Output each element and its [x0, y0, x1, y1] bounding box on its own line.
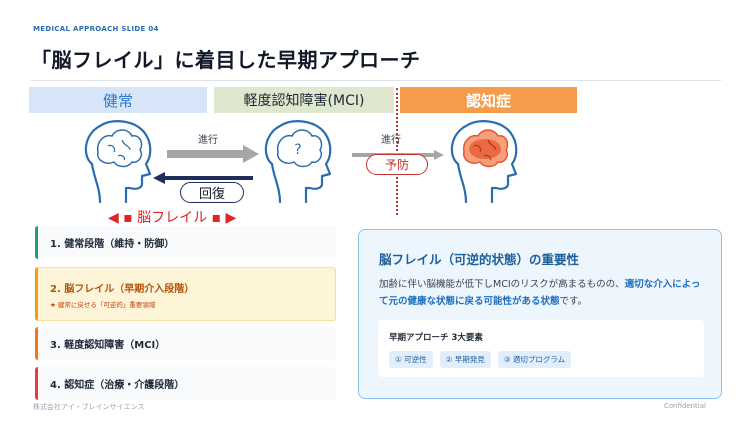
- healthy-brain-icon: [78, 116, 158, 206]
- chip-early-detection: ② 早期発見: [439, 351, 491, 368]
- chip-reversibility: ① 可逆性: [389, 351, 433, 368]
- progress-label-2: 進行: [381, 135, 401, 146]
- stage-list-label: 3. 軽度認知障害（MCI）: [50, 340, 166, 351]
- panel-body-suffix: です。: [559, 296, 588, 307]
- recovery-arrow: [153, 169, 253, 188]
- stage-list-item-healthy: 1. 健常段階（維持・防御）: [35, 226, 336, 259]
- brain-frailty-range-label: ◀ ▪ 脳フレイル ▪ ▶: [108, 210, 237, 226]
- progress-arrow-1: [167, 145, 259, 167]
- stage-header-mci: 軽度認知障害(MCI): [214, 87, 394, 113]
- dementia-brain-icon: [444, 116, 524, 206]
- stage-header-healthy: 健常: [29, 87, 207, 113]
- footer-company: 株式会社アイ・ブレインサイエンス: [33, 403, 145, 411]
- uncertain-brain-icon: ?: [258, 116, 338, 206]
- stage-header-dementia: 認知症: [400, 87, 577, 113]
- stage-list-item-brain-frailty: 2. 脳フレイル（早期介入段階） ★ 健常に戻せる「可逆的」重要領域: [35, 267, 336, 321]
- panel-body-prefix: 加齢に伴い脳機能が低下しMCIのリスクが高まるものの、: [379, 279, 625, 290]
- stage-list-label: 1. 健常段階（維持・防御）: [50, 239, 175, 250]
- progress-label-1: 進行: [198, 135, 218, 146]
- panel-title: 脳フレイル（可逆的状態）の重要性: [379, 252, 580, 267]
- prevention-badge: 予防: [366, 154, 428, 175]
- panel-body: 加齢に伴い脳機能が低下しMCIのリスクが高まるものの、適切な介入によって元の健康…: [379, 276, 707, 310]
- importance-panel: 脳フレイル（可逆的状態）の重要性 加齢に伴い脳機能が低下しMCIのリスクが高まる…: [358, 229, 722, 399]
- stage-list-note: ★ 健常に戻せる「可逆的」重要領域: [50, 300, 156, 309]
- recovery-badge: 回復: [180, 182, 244, 203]
- page-title: 「脳フレイル」に着目した早期アプローチ: [31, 48, 421, 72]
- key-elements-chips: ① 可逆性 ② 早期発見 ③ 適切プログラム: [389, 351, 572, 368]
- question-mark: ?: [294, 142, 301, 158]
- chip-program: ③ 適切プログラム: [497, 351, 572, 368]
- stage-list-item-dementia: 4. 認知症（治療・介護段階）: [35, 367, 336, 400]
- stage-list-item-mci: 3. 軽度認知障害（MCI）: [35, 327, 336, 360]
- key-elements-title: 早期アプローチ 3大要素: [389, 333, 483, 343]
- prevention-boundary-line: [396, 88, 398, 215]
- panel-body-highlight: 適切な介入によって元の健康な状態に戻る可能性がある状態: [379, 279, 701, 307]
- key-elements-box: 早期アプローチ 3大要素 ① 可逆性 ② 早期発見 ③ 適切プログラム: [378, 320, 704, 377]
- stage-list-label: 2. 脳フレイル（早期介入段階）: [50, 283, 195, 295]
- slide-label: MEDICAL APPROACH SLIDE 04: [33, 25, 159, 33]
- footer-confidential: Confidential: [663, 402, 706, 410]
- stage-list-label: 4. 認知症（治療・介護段階）: [50, 380, 185, 391]
- title-divider: [31, 80, 721, 81]
